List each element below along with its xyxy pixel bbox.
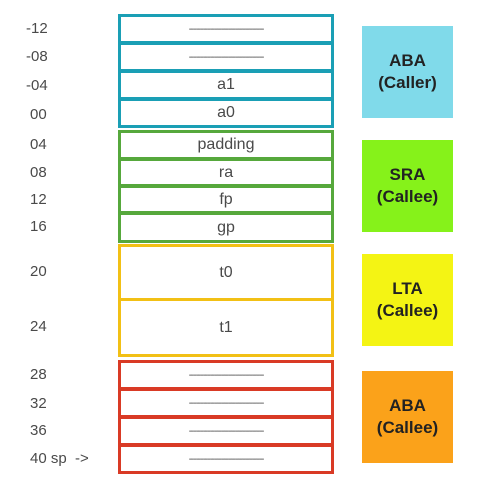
stack-cell-gp: gp <box>118 212 334 243</box>
stack-cell-fp: fp <box>118 185 334 214</box>
stack-cell-ra: ra <box>118 158 334 187</box>
offset-label-20: 20 <box>30 263 47 280</box>
cell-label: -------------------------------- <box>188 425 265 437</box>
legend-subtitle: (Callee) <box>376 301 439 320</box>
offset-label-36: 36 <box>30 422 47 439</box>
legend-title: ABA <box>389 395 426 415</box>
legend-subtitle: (Caller) <box>378 73 437 92</box>
legend-aba-caller: ABA (Caller) <box>362 26 453 118</box>
stack-cell-empty: -------------------------------- <box>118 14 334 44</box>
cell-label: a1 <box>217 76 235 93</box>
legend-title: SRA <box>389 164 426 184</box>
cell-label: -------------------------------- <box>188 369 265 381</box>
stack-cell-padding: padding <box>118 130 334 160</box>
cell-label: -------------------------------- <box>188 397 265 409</box>
offset-label-m08: -08 <box>26 48 48 65</box>
offset-label-00: 00 <box>30 106 47 123</box>
offset-label-40-sp: 40 sp -> <box>30 450 89 467</box>
stack-cell-empty: -------------------------------- <box>118 360 334 390</box>
legend-lta-callee: LTA (Callee) <box>362 254 453 346</box>
offset-label-32: 32 <box>30 395 47 412</box>
legend-title: LTA <box>392 278 423 298</box>
offset-label-m04: -04 <box>26 77 48 94</box>
stack-cell-t1: t1 <box>118 298 334 357</box>
stack-cell-empty: -------------------------------- <box>118 42 334 72</box>
stack-cell-a0: a0 <box>118 98 334 128</box>
cell-label: gp <box>217 218 235 236</box>
cell-label: ra <box>218 163 234 181</box>
legend-sra-callee: SRA (Callee) <box>362 140 453 232</box>
stack-cell-t0: t0 <box>118 244 334 301</box>
stack-cell-a1: a1 <box>118 70 334 100</box>
offset-label-m12: -12 <box>26 20 48 37</box>
cell-label: a0 <box>217 104 235 121</box>
offset-label-24: 24 <box>30 318 47 335</box>
offset-label-12: 12 <box>30 191 47 208</box>
cell-label: -------------------------------- <box>188 51 265 63</box>
cell-label: padding <box>197 136 255 153</box>
cell-label: t0 <box>219 263 233 281</box>
legend-subtitle: (Callee) <box>376 418 439 437</box>
cell-label: fp <box>219 190 233 208</box>
offset-label-16: 16 <box>30 218 47 235</box>
legend-subtitle: (Callee) <box>376 187 439 206</box>
stack-cell-empty: -------------------------------- <box>118 416 334 446</box>
legend-aba-callee: ABA (Callee) <box>362 371 453 463</box>
offset-label-04: 04 <box>30 136 47 153</box>
offset-label-08: 08 <box>30 164 47 181</box>
cell-label: t1 <box>219 318 233 336</box>
stack-cell-empty: -------------------------------- <box>118 444 334 474</box>
cell-label: -------------------------------- <box>188 23 265 35</box>
cell-label: -------------------------------- <box>188 453 265 465</box>
stack-cell-empty: -------------------------------- <box>118 388 334 418</box>
offset-label-28: 28 <box>30 366 47 383</box>
legend-title: ABA <box>389 50 426 70</box>
